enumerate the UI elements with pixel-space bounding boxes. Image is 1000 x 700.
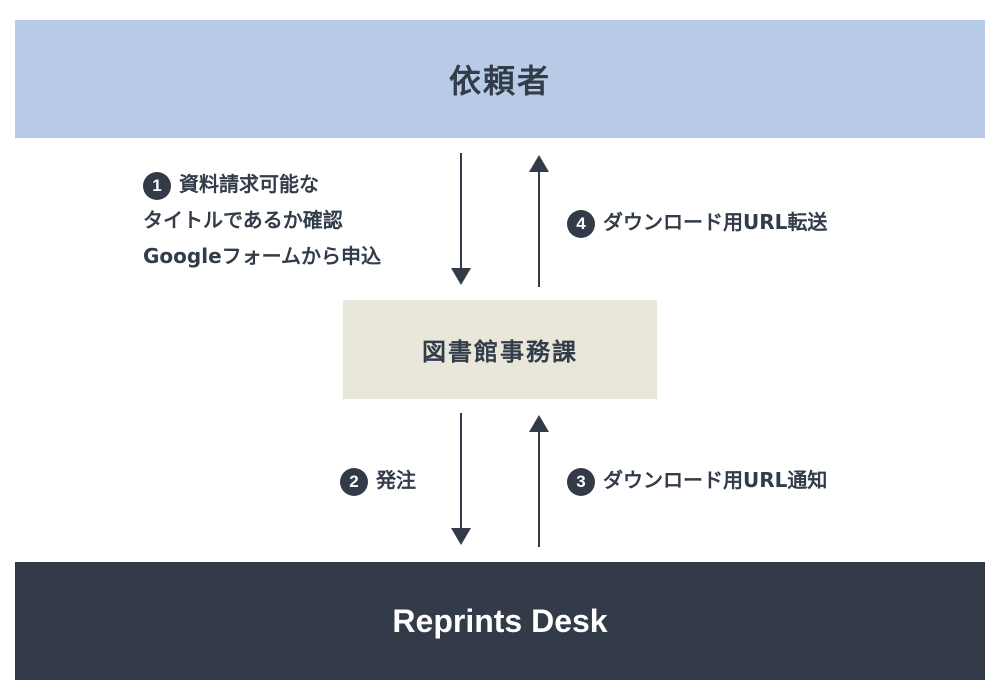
step-1-badge: 1 [143, 171, 171, 200]
requester-label: 依頼者 [448, 62, 551, 100]
step-3-label: 3 ダウンロード用URL通知 [567, 462, 827, 498]
requester-node: 依頼者 [15, 20, 985, 138]
step-2-label: 2 発注 [340, 462, 416, 498]
library-office-node: 図書館事務課 [343, 300, 657, 399]
step-1-text-1: 資料請求可能な [179, 172, 319, 196]
reprints-desk-node: Reprints Desk [15, 562, 985, 680]
step-4-text: ダウンロード用URL転送 [603, 210, 828, 234]
step-1-text-3: Googleフォームから申込 [143, 244, 382, 268]
arrow-library-to-requester [529, 155, 549, 287]
arrow-library-to-vendor [451, 413, 471, 545]
step-1-line-1: 1 資料請求可能な [143, 166, 381, 202]
step-4-badge: 4 [567, 209, 595, 238]
step-1-label: 1 資料請求可能な タイトルであるか確認 Googleフォームから申込 [143, 166, 381, 274]
step-2-badge: 2 [340, 467, 368, 496]
library-office-label: 図書館事務課 [422, 338, 578, 366]
reprints-desk-label: Reprints Desk [392, 602, 608, 639]
step-1-text-2: タイトルであるか確認 [143, 208, 343, 232]
arrow-vendor-to-library [529, 415, 549, 547]
arrow-requester-to-library [451, 153, 471, 285]
step-3-text: ダウンロード用URL通知 [603, 468, 828, 492]
step-4-label: 4 ダウンロード用URL転送 [567, 204, 827, 240]
step-2-text: 発注 [376, 468, 416, 492]
step-3-badge: 3 [567, 467, 595, 496]
